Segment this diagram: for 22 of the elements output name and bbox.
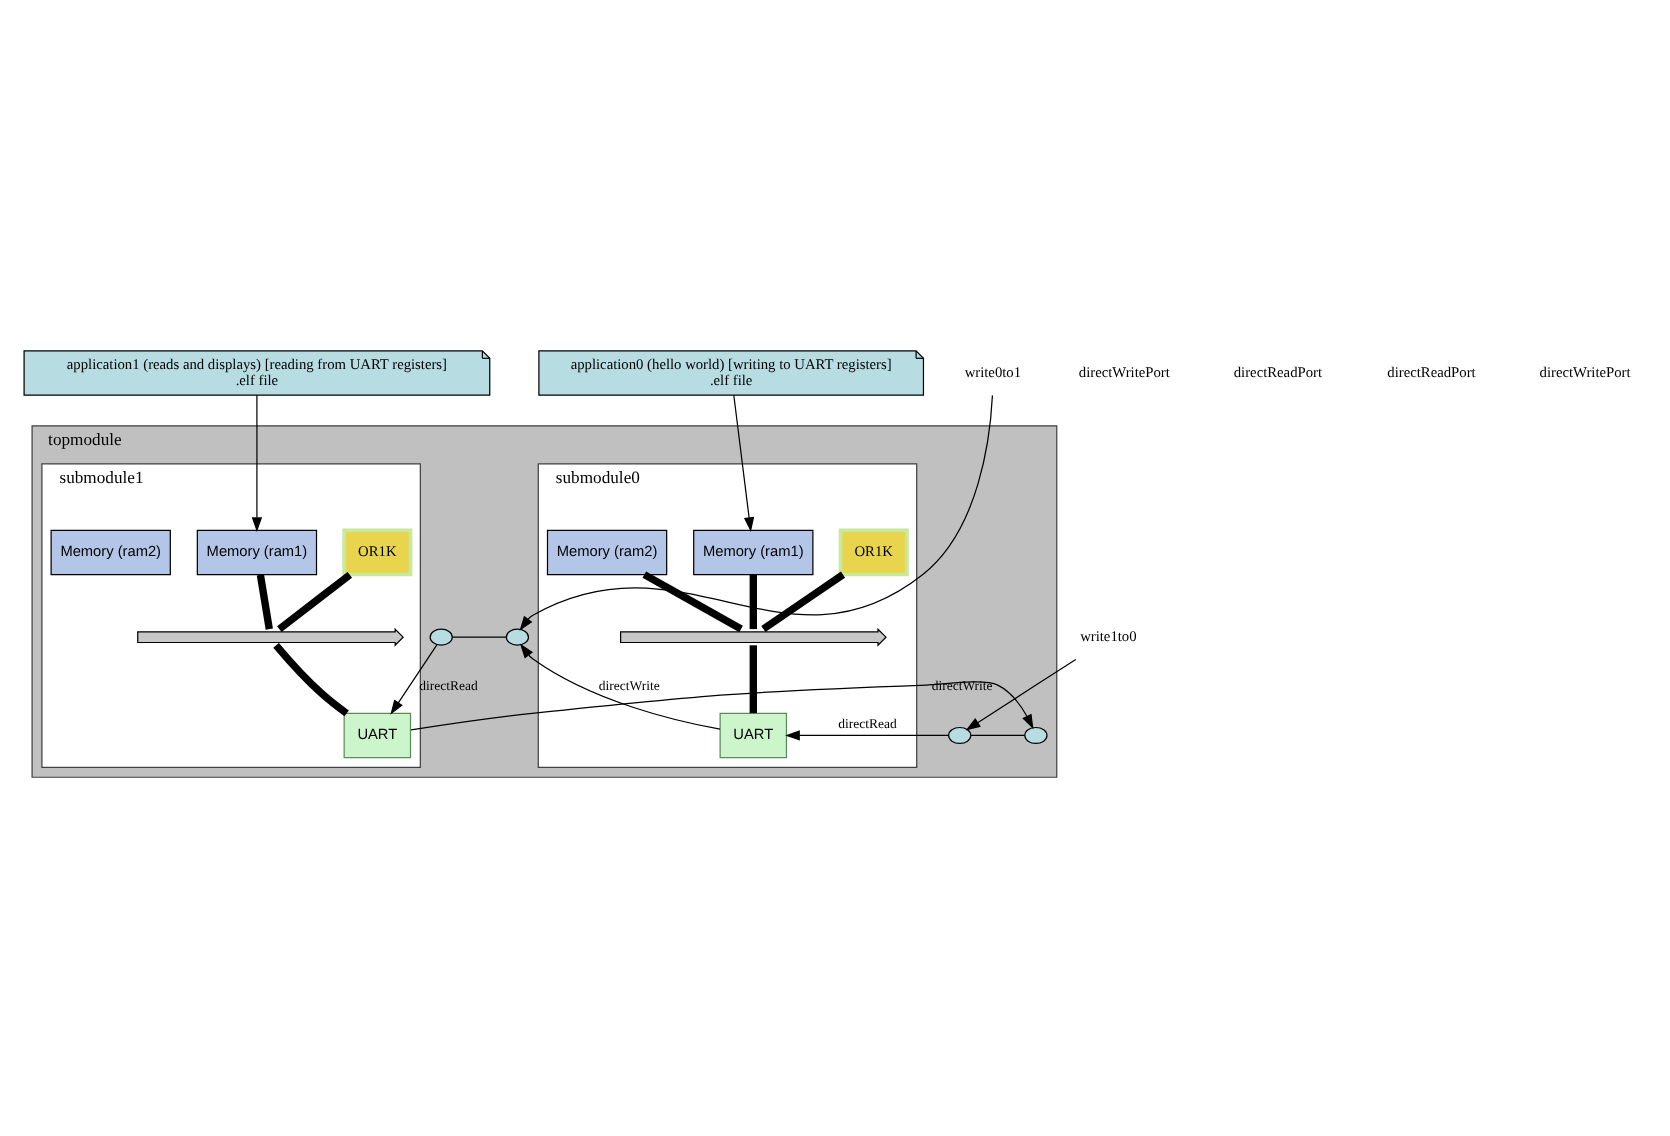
connector [277,570,353,632]
connector [749,573,757,629]
arrow [390,643,438,714]
arrow [251,393,263,532]
connector [273,641,349,716]
connector [761,570,846,632]
node-circle [948,725,972,744]
connector [256,573,273,629]
arrow [519,642,721,729]
arrow [785,729,949,740]
connector [642,570,743,632]
arrow [733,393,755,532]
node-circle [505,627,530,645]
connector [970,733,1026,736]
node-bar [137,626,404,646]
node-bar [620,626,887,646]
arrow [519,393,994,630]
node-circle [429,627,453,645]
arrow [410,680,1034,730]
node-circle [1024,725,1048,744]
connector [749,644,757,713]
connector [451,635,507,637]
